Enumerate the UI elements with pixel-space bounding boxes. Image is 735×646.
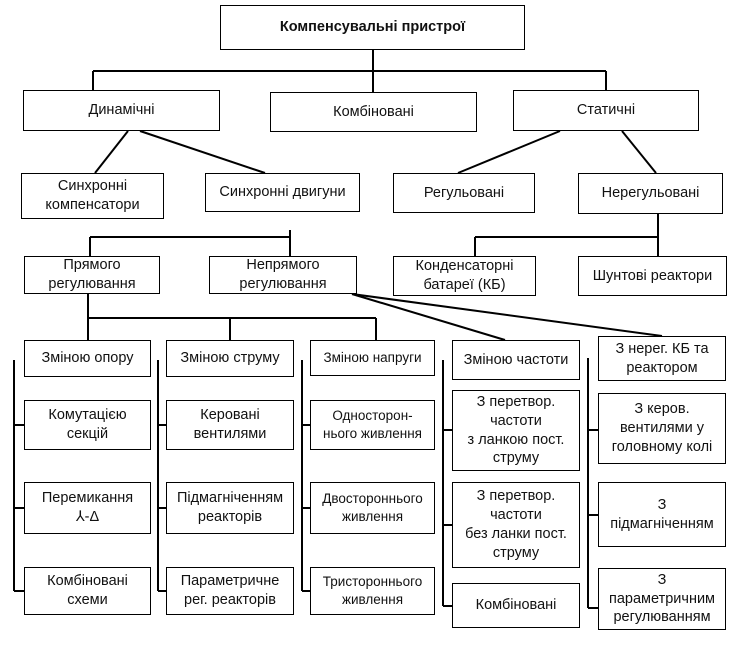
node-sync-compensators: Синхронні компенсатори <box>21 173 164 219</box>
label-frequency-change: Зміною частоти <box>463 351 569 368</box>
label-combined: Комбіновані <box>333 103 414 120</box>
label-sync-compensators: Синхронні компенсатори <box>45 178 140 213</box>
node-without-dc-link: З перетвор. частоти без ланки пост. стру… <box>452 482 580 568</box>
label-section-switching: Комутацією секцій <box>48 407 127 442</box>
node-unregulated: Нерегульовані <box>578 173 723 214</box>
label-shunt-reactors: Шунтові реактори <box>592 267 713 284</box>
node-frequency-combined: Комбіновані <box>452 583 580 628</box>
node-with-dc-link: З перетвор. частоти з ланкою пост. струм… <box>452 390 580 471</box>
label-capacitor-banks: Конденсаторні батареї (КБ) <box>415 258 514 293</box>
node-with-magnetization: З підмагніченням <box>598 482 726 547</box>
label-regulated: Регульовані <box>423 184 505 201</box>
node-star-delta: Перемикання ⅄-Δ <box>24 482 151 534</box>
label-main-circuit-valves: З керов. вентилями у головному колі <box>611 401 713 455</box>
node-shunt-reactors: Шунтові реактори <box>578 256 727 296</box>
node-resistance-change: Зміною опору <box>24 340 151 377</box>
label-combined-circuits: Комбіновані схеми <box>47 573 128 608</box>
node-main-circuit-valves: З керов. вентилями у головному колі <box>598 393 726 464</box>
label-direct-regulation: Прямого регулювання <box>48 257 136 292</box>
node-sync-motors: Синхронні двигуни <box>205 173 360 212</box>
label-two-side-supply: Двостороннього живлення <box>322 491 423 524</box>
node-voltage-change: Зміною напруги <box>310 340 435 376</box>
label-static: Статичні <box>576 102 636 119</box>
node-one-side-supply: Односторон- нього живлення <box>310 400 435 450</box>
root-label: Компенсувальні пристрої <box>279 19 466 36</box>
label-frequency-combined: Комбіновані <box>475 597 557 614</box>
node-current-change: Зміною струму <box>166 340 294 377</box>
node-regulated: Регульовані <box>393 173 535 213</box>
label-controlled-valves: Керовані вентилями <box>193 407 267 442</box>
node-three-side-supply: Тристороннього живлення <box>310 567 435 615</box>
label-voltage-change: Зміною напруги <box>323 350 422 366</box>
node-reactor-magnetization: Підмагніченням реакторів <box>166 482 294 534</box>
label-parametric-regulation: Параметричне рег. реакторів <box>180 573 280 608</box>
node-controlled-valves: Керовані вентилями <box>166 400 294 450</box>
node-combined-circuits: Комбіновані схеми <box>24 567 151 615</box>
label-sync-motors: Синхронні двигуни <box>219 184 346 201</box>
node-unreg-cb-reactor: З нерег. КБ та реактором <box>598 336 726 381</box>
label-star-delta: Перемикання ⅄-Δ <box>41 490 134 525</box>
label-parametric-control: З параметричним регулюванням <box>608 571 716 626</box>
root-node: Компенсувальні пристрої <box>220 5 525 50</box>
node-indirect-regulation: Непрямого регулювання <box>209 256 357 294</box>
label-with-magnetization: З підмагніченням <box>610 496 714 532</box>
node-frequency-change: Зміною частоти <box>452 340 580 380</box>
label-current-change: Зміною струму <box>180 350 280 367</box>
label-three-side-supply: Тристороннього живлення <box>322 574 423 607</box>
label-reactor-magnetization: Підмагніченням реакторів <box>176 490 284 525</box>
label-resistance-change: Зміною опору <box>41 350 134 367</box>
label-indirect-regulation: Непрямого регулювання <box>239 257 327 292</box>
node-parametric-control: З параметричним регулюванням <box>598 568 726 630</box>
node-combined: Комбіновані <box>270 92 477 132</box>
label-unregulated: Нерегульовані <box>601 185 700 202</box>
label-dynamic: Динамічні <box>88 102 155 119</box>
label-without-dc-link: З перетвор. частоти без ланки пост. стру… <box>465 488 567 561</box>
node-static: Статичні <box>513 90 699 131</box>
node-dynamic: Динамічні <box>23 90 220 131</box>
node-two-side-supply: Двостороннього живлення <box>310 482 435 534</box>
node-direct-regulation: Прямого регулювання <box>24 256 160 294</box>
label-unreg-cb-reactor: З нерег. КБ та реактором <box>615 340 709 376</box>
label-one-side-supply: Односторон- нього живлення <box>323 408 422 441</box>
label-with-dc-link: З перетвор. частоти з ланкою пост. струм… <box>467 393 565 467</box>
node-parametric-regulation: Параметричне рег. реакторів <box>166 567 294 615</box>
node-capacitor-banks: Конденсаторні батареї (КБ) <box>393 256 536 296</box>
node-section-switching: Комутацією секцій <box>24 400 151 450</box>
